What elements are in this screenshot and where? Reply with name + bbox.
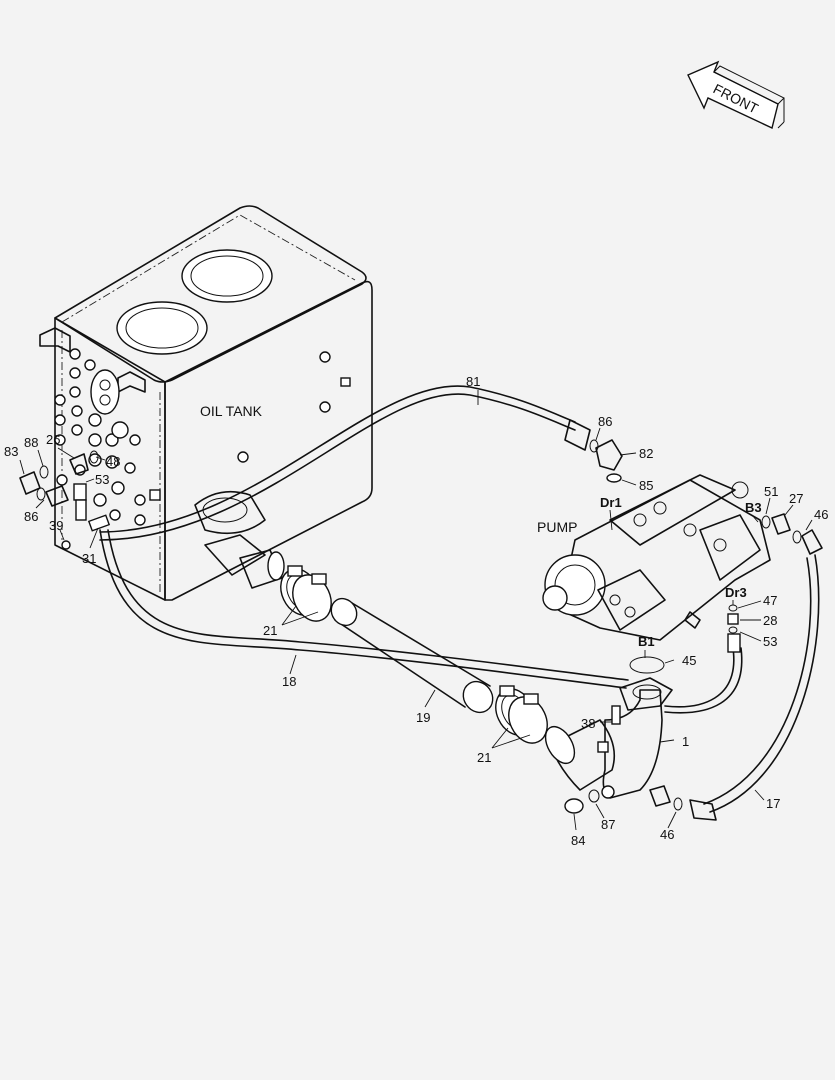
- oil-tank-label: OIL TANK: [200, 403, 263, 419]
- tank-side-fittings: [54, 348, 146, 526]
- elbow-fitting-82: [589, 439, 623, 483]
- hydraulic-pump: [542, 474, 771, 641]
- callout-19: 19: [416, 710, 430, 725]
- left-fittings: [19, 450, 161, 550]
- callout-39: 39: [49, 518, 63, 533]
- plug-84-and-oring-87: [564, 789, 600, 814]
- port-label-b1: B1: [638, 634, 655, 649]
- drain-hose-81: [99, 385, 591, 541]
- callout-53-left: 53: [95, 472, 109, 487]
- port-label-dr1: Dr1: [600, 495, 622, 510]
- callout-83: 83: [4, 444, 18, 459]
- callout-21-lower: 21: [477, 750, 491, 765]
- hose-17: [649, 554, 820, 821]
- callout-17: 17: [766, 796, 780, 811]
- callout-18: 18: [282, 674, 296, 689]
- callout-87: 87: [601, 817, 615, 832]
- hose-18: [99, 529, 629, 689]
- callout-82: 82: [639, 446, 653, 461]
- suction-hose-19: [330, 597, 494, 714]
- callout-47: 47: [763, 593, 777, 608]
- callout-81: 81: [466, 374, 480, 389]
- callout-1: 1: [682, 734, 689, 749]
- callout-46-lower: 46: [660, 827, 674, 842]
- callout-26: 26: [46, 432, 60, 447]
- callout-86-right: 86: [598, 414, 612, 429]
- front-arrow: FRONT: [687, 60, 785, 129]
- callout-84: 84: [571, 833, 585, 848]
- pump-label: PUMP: [537, 519, 577, 535]
- hose-clamp-upper: [280, 565, 332, 622]
- callout-21-upper: 21: [263, 623, 277, 638]
- port-label-dr3: Dr3: [725, 585, 747, 600]
- hose-clamp-lower: [495, 685, 548, 744]
- suction-pipe-1: [544, 677, 673, 799]
- drain-hose-dr3: [664, 633, 743, 714]
- callout-46-right: 46: [814, 507, 828, 522]
- part-callouts: 83 88 26 48 53 86 39 31 21 18 19 21 81 8…: [4, 374, 828, 848]
- leader-lines: [19, 390, 813, 831]
- callout-51: 51: [764, 484, 778, 499]
- callout-45: 45: [682, 653, 696, 668]
- port-label-b3: B3: [745, 500, 762, 515]
- fittings-b3: [761, 513, 823, 555]
- callout-27: 27: [789, 491, 803, 506]
- callout-85: 85: [639, 478, 653, 493]
- callout-38: 38: [581, 716, 595, 731]
- callout-31: 31: [82, 551, 96, 566]
- callout-28: 28: [763, 613, 777, 628]
- callout-88: 88: [24, 435, 38, 450]
- callout-86-left: 86: [24, 509, 38, 524]
- callout-48: 48: [106, 454, 120, 469]
- callout-53-right: 53: [763, 634, 777, 649]
